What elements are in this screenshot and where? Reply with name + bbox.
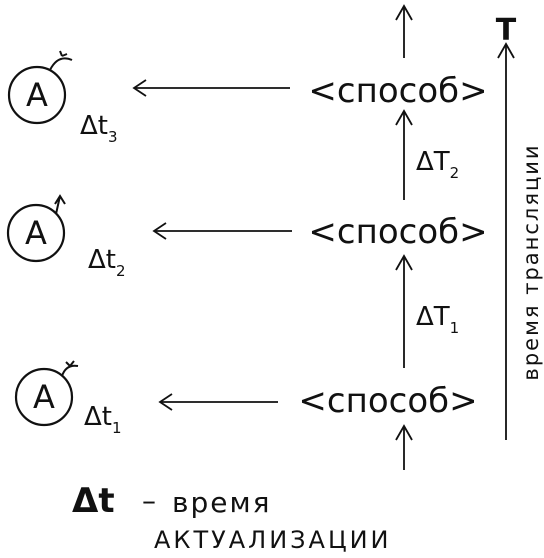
method-label-2: способ [337,212,459,252]
actor-label-1: A [33,378,55,416]
interval-label-2: ΔT2 [416,147,459,182]
time-axis-symbol: T [496,13,517,48]
cycle-arrow-icon-1 [61,360,79,377]
method-box-2: <способ> [308,212,487,252]
row-2: A Δt2 <способ> [6,194,488,280]
cycle-arrow-icon-3 [49,50,73,71]
dt-label-1: Δt1 [84,402,122,437]
legend: Δt – время АКТУАЛИЗАЦИИ [72,481,392,554]
interval-label-1: ΔT1 [416,302,459,337]
method-label-3: способ [337,71,459,111]
actor-circle-2 [6,203,66,263]
method-box-1: <способ> [298,381,477,421]
vertical-chain [395,4,413,470]
actor-circle-3 [7,65,67,125]
actor-circle-1 [14,367,74,427]
method-box-3: <способ> [308,71,487,111]
dt-label-3: Δt3 [80,111,118,146]
time-axis-label: время трансляции [519,143,543,380]
actor-label-2: A [25,214,47,252]
row-1: A Δt1 <способ> [14,360,478,437]
dt-label-2: Δt2 [88,245,126,280]
legend-symbol: Δt [72,481,115,521]
actor-label-3: A [26,76,48,114]
legend-line-1: время [172,486,271,519]
time-axis: T время трансляции [496,13,543,440]
cycle-arrow-icon-2 [54,194,66,215]
method-label-1: способ [327,381,449,421]
legend-line-2: АКТУАЛИЗАЦИИ [154,526,392,554]
legend-dash: – [142,484,156,517]
row-3: A Δt3 <способ> [7,50,488,146]
